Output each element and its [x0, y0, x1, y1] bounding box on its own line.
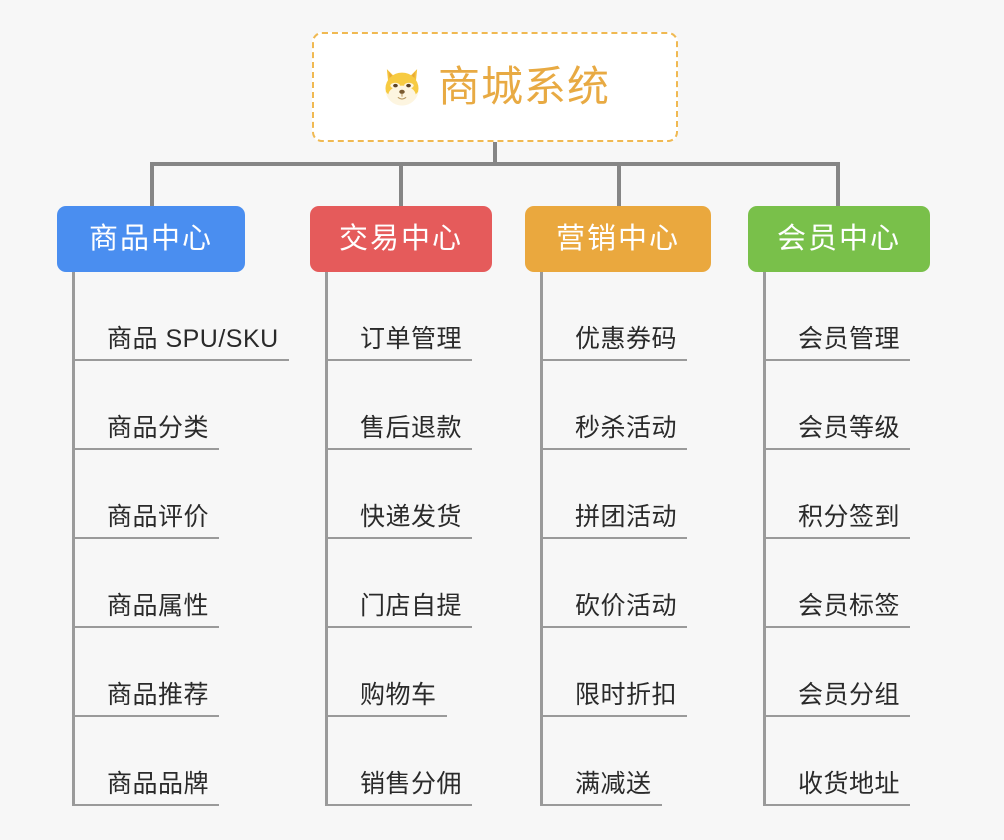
- list-item[interactable]: 满减送: [540, 717, 722, 806]
- branch-marketing-center: 营销中心 优惠券码 秒杀活动 拼团活动 砍价活动 限时折扣 满减送: [525, 206, 722, 806]
- leaf-label: 砍价活动: [575, 592, 678, 621]
- connector-drop-member-center: [836, 162, 840, 206]
- leaf-list-marketing-center: 优惠券码 秒杀活动 拼团活动 砍价活动 限时折扣 满减送: [540, 272, 722, 806]
- leaf-label: 秒杀活动: [575, 414, 678, 443]
- connector-drop-marketing-center: [617, 162, 621, 206]
- leaf-label: 商品评价: [107, 503, 210, 532]
- root-node[interactable]: 商城系统: [312, 32, 678, 142]
- branch-trade-center: 交易中心 订单管理 售后退款 快递发货 门店自提 购物车 销售分佣: [310, 206, 507, 806]
- leaf-label: 商品品牌: [107, 770, 210, 799]
- list-item[interactable]: 商品推荐: [72, 628, 324, 717]
- category-member-center[interactable]: 会员中心: [748, 206, 930, 272]
- category-trade-center[interactable]: 交易中心: [310, 206, 492, 272]
- list-item[interactable]: 拼团活动: [540, 450, 722, 539]
- category-label: 交易中心: [338, 222, 463, 255]
- category-label: 会员中心: [776, 222, 901, 255]
- list-item[interactable]: 会员管理: [763, 272, 945, 361]
- list-item[interactable]: 售后退款: [325, 361, 507, 450]
- leaf-list-trade-center: 订单管理 售后退款 快递发货 门店自提 购物车 销售分佣: [325, 272, 507, 806]
- leaf-label: 拼团活动: [575, 503, 678, 532]
- category-product-center[interactable]: 商品中心: [57, 206, 245, 272]
- list-item[interactable]: 会员标签: [763, 539, 945, 628]
- leaf-label: 订单管理: [360, 325, 463, 354]
- leaf-label: 优惠券码: [575, 325, 678, 354]
- leaf-label: 会员等级: [798, 414, 901, 443]
- leaf-label: 满减送: [575, 770, 652, 799]
- branch-product-center: 商品中心 商品 SPU/SKU 商品分类 商品评价 商品属性 商品推荐 商品品牌: [57, 206, 324, 806]
- leaf-label: 会员标签: [798, 592, 901, 621]
- list-item[interactable]: 门店自提: [325, 539, 507, 628]
- leaf-label: 限时折扣: [575, 681, 678, 710]
- list-item[interactable]: 商品分类: [72, 361, 324, 450]
- list-item[interactable]: 购物车: [325, 628, 507, 717]
- leaf-label: 售后退款: [360, 414, 463, 443]
- root-title: 商城系统: [437, 63, 610, 110]
- leaf-label: 会员管理: [798, 325, 901, 354]
- category-label: 营销中心: [555, 222, 680, 255]
- list-item[interactable]: 销售分佣: [325, 717, 507, 806]
- connector-trunk-vertical: [493, 142, 497, 166]
- list-item[interactable]: 快递发货: [325, 450, 507, 539]
- list-item[interactable]: 订单管理: [325, 272, 507, 361]
- list-item[interactable]: 优惠券码: [540, 272, 722, 361]
- list-item[interactable]: 商品评价: [72, 450, 324, 539]
- leaf-label: 商品属性: [107, 592, 210, 621]
- list-item[interactable]: 收货地址: [763, 717, 945, 806]
- list-item[interactable]: 商品 SPU/SKU: [72, 272, 324, 361]
- list-item[interactable]: 积分签到: [763, 450, 945, 539]
- category-label: 商品中心: [88, 222, 213, 255]
- list-item[interactable]: 会员等级: [763, 361, 945, 450]
- connector-trunk-horizontal: [150, 162, 840, 166]
- list-item[interactable]: 秒杀活动: [540, 361, 722, 450]
- leaf-label: 门店自提: [360, 592, 463, 621]
- connector-drop-trade-center: [399, 162, 403, 206]
- list-item[interactable]: 商品属性: [72, 539, 324, 628]
- leaf-list-member-center: 会员管理 会员等级 积分签到 会员标签 会员分组 收货地址: [763, 272, 945, 806]
- category-marketing-center[interactable]: 营销中心: [525, 206, 711, 272]
- leaf-label: 收货地址: [798, 770, 901, 799]
- list-item[interactable]: 会员分组: [763, 628, 945, 717]
- leaf-list-product-center: 商品 SPU/SKU 商品分类 商品评价 商品属性 商品推荐 商品品牌: [72, 272, 324, 806]
- leaf-label: 销售分佣: [360, 770, 463, 799]
- list-item[interactable]: 限时折扣: [540, 628, 722, 717]
- leaf-label: 会员分组: [798, 681, 901, 710]
- leaf-label: 积分签到: [798, 503, 901, 532]
- connector-drop-product-center: [150, 162, 154, 206]
- leaf-label: 快递发货: [360, 503, 463, 532]
- leaf-label: 商品分类: [107, 414, 210, 443]
- list-item[interactable]: 商品品牌: [72, 717, 324, 806]
- leaf-label: 购物车: [360, 681, 437, 710]
- leaf-label: 商品 SPU/SKU: [107, 325, 279, 354]
- branch-member-center: 会员中心 会员管理 会员等级 积分签到 会员标签 会员分组 收货地址: [748, 206, 945, 806]
- leaf-label: 商品推荐: [107, 681, 210, 710]
- list-item[interactable]: 砍价活动: [540, 539, 722, 628]
- shiba-dog-face-icon: [380, 65, 424, 109]
